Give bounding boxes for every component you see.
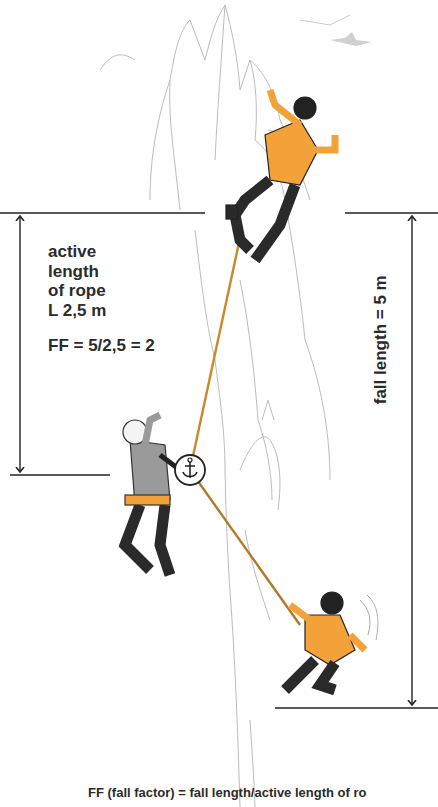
dimension-arrow: [19, 216, 20, 472]
climber-top: [226, 90, 335, 260]
dimension-label: fall length = 5 m: [370, 275, 390, 404]
rope: [190, 238, 240, 470]
rope: [190, 470, 300, 625]
climber-falling: [285, 592, 378, 690]
bird-sketch: [330, 32, 372, 46]
dimension-label: active length of rope L 2,5 m: [48, 242, 118, 320]
belayer: [123, 415, 180, 575]
dimension-arrow: [411, 216, 412, 705]
caption: FF (fall factor) = fall length/active le…: [88, 786, 438, 801]
reference-lines: [0, 213, 438, 708]
formula-label: FF = 5/2,5 = 2: [48, 336, 188, 356]
anchor-symbol: [175, 455, 205, 485]
rock-sketch: [100, 5, 350, 807]
